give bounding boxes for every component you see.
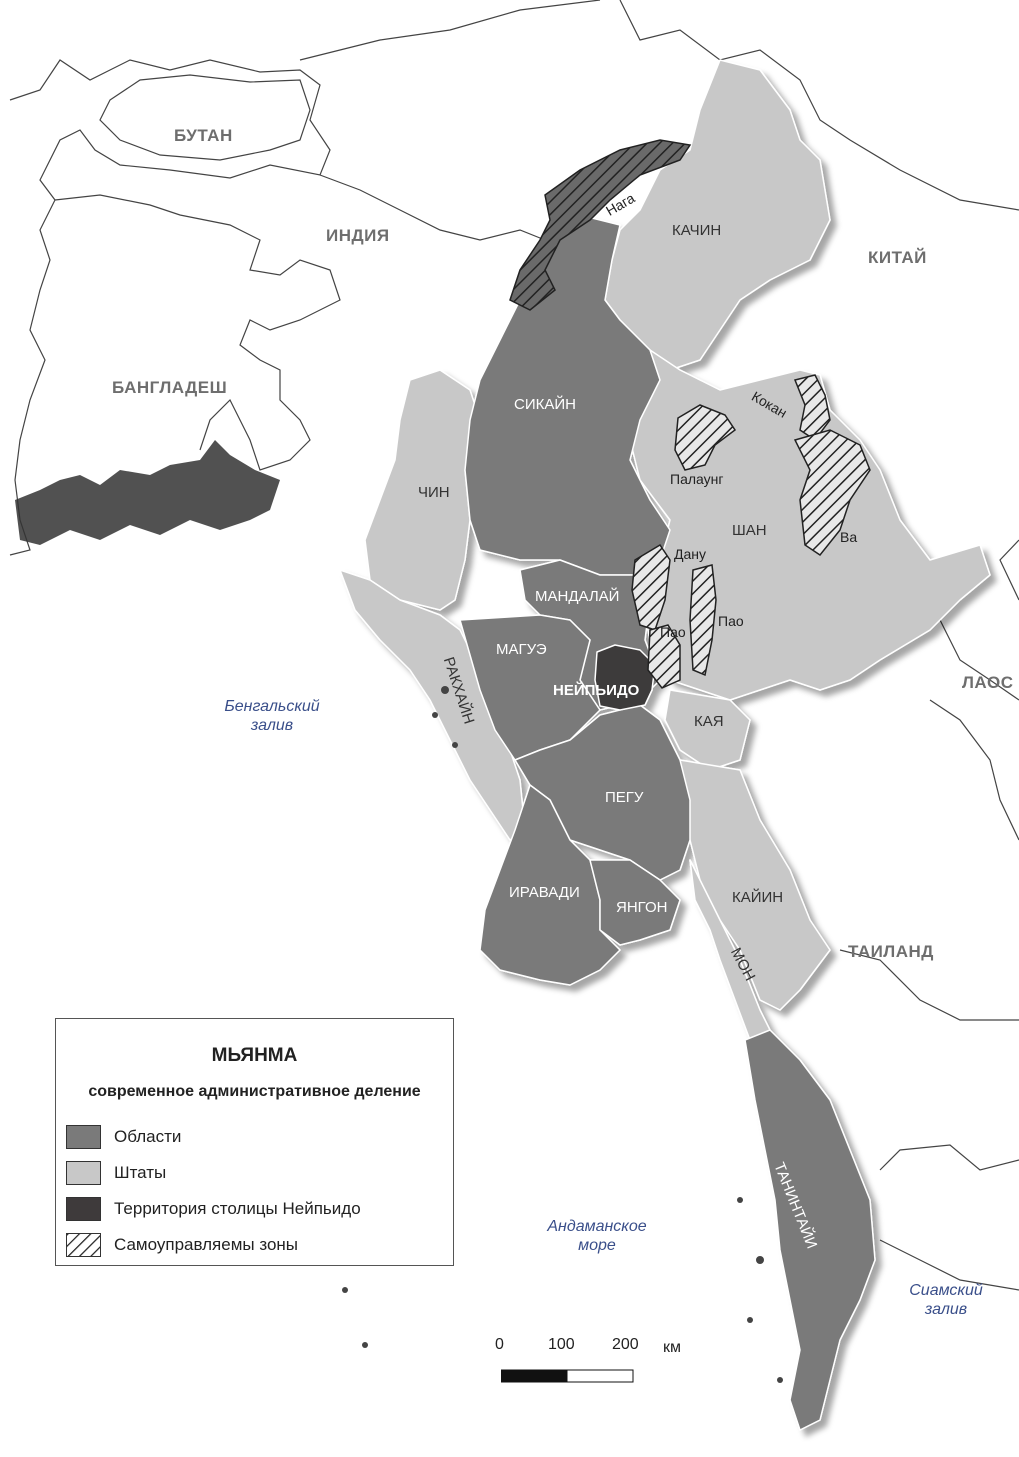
zone-label-pao-east: Пао	[718, 613, 744, 629]
yangon-region-shape	[589, 859, 681, 946]
legend-label-regions: Области	[114, 1127, 182, 1146]
kokang-zone-shape	[793, 374, 831, 442]
legend-label-capital: Территория столицы Нейпьидо	[114, 1199, 361, 1218]
legend-swatch-regions	[66, 1125, 101, 1149]
ayeyarwady-region-shape	[479, 784, 621, 986]
country-label-laos: ЛАОС	[962, 673, 1014, 692]
country-label-bhutan: БУТАН	[174, 126, 233, 145]
legend-swatch-capital	[66, 1197, 101, 1221]
wa-zone-shape	[793, 429, 871, 557]
state-label-shan: ШАН	[732, 522, 767, 539]
country-label-thailand: ТАИЛАНД	[848, 942, 934, 961]
zone-label-wa: Ва	[840, 529, 858, 545]
state-label-kachin: КАЧИН	[672, 222, 722, 239]
scale-unit: км	[663, 1339, 681, 1356]
state-label-kayah: КАЯ	[694, 713, 724, 730]
region-label-ayeyarwady: ИРАВАДИ	[509, 884, 580, 901]
self-administered-zones	[509, 139, 871, 689]
scale-bar: 0 100 200	[493, 1336, 643, 1386]
scale-bar-graphic	[501, 1369, 634, 1383]
country-label-india: ИНДИЯ	[326, 226, 390, 245]
kachin-state-shape	[604, 59, 831, 371]
sea-label-andaman-line2: море	[578, 1237, 616, 1254]
sea-label-bengal-line2: залив	[250, 717, 294, 734]
legend-title: МЬЯНМА	[211, 1045, 298, 1066]
neighbour-borders	[9, 0, 1019, 1291]
palaung-zone-shape	[674, 404, 737, 471]
scale-tick-100: 100	[548, 1336, 575, 1353]
country-label-china: КИТАЙ	[868, 248, 927, 267]
legend-subtitle: современное административное деление	[88, 1083, 421, 1100]
kayin-state-shape	[669, 759, 831, 1011]
country-label-bangladesh: БАНГЛАДЕШ	[112, 378, 228, 397]
region-label-bago: ПЕГУ	[605, 789, 644, 806]
magway-region-shape	[459, 614, 601, 761]
sea-label-siam-line1: Сиамский	[909, 1282, 983, 1299]
sea-label-andaman: Андаманское море	[532, 1217, 662, 1255]
capital-label-naypyidaw: НЕЙПЬИДО	[553, 682, 640, 699]
legend-label-states: Штаты	[114, 1163, 167, 1182]
zone-label-palaung: Палаунг	[670, 471, 724, 487]
sea-label-siam-line2: залив	[924, 1301, 968, 1318]
state-label-kayin: КАЙИН	[732, 889, 784, 906]
legend-box: МЬЯНМА современное административное деле…	[55, 1018, 454, 1266]
legend-label-zones: Самоуправляемы зоны	[114, 1235, 299, 1254]
zone-label-danu: Дану	[674, 546, 706, 562]
zone-label-pao-west: Пао	[660, 624, 686, 640]
state-label-chin: ЧИН	[418, 484, 450, 501]
pao-zone-shape-2	[647, 624, 681, 689]
legend-swatch-zones	[66, 1233, 101, 1257]
scale-tick-200: 200	[612, 1336, 639, 1353]
region-label-yangon: ЯНГОН	[616, 899, 668, 916]
sea-label-andaman-line1: Андаманское	[547, 1218, 647, 1235]
danu-zone-shape	[631, 543, 671, 631]
region-label-sagaing: СИКАЙН	[514, 396, 576, 413]
scale-tick-0: 0	[495, 1336, 504, 1353]
ganges-delta	[15, 440, 280, 545]
pao-zone-shape-1	[689, 564, 717, 677]
tanintharyi-region-shape	[744, 1029, 876, 1431]
region-label-mandalay: МАНДАЛАЙ	[535, 588, 620, 605]
sea-label-siam: Сиамский залив	[896, 1281, 996, 1319]
islands	[342, 686, 783, 1383]
kayah-state-shape	[664, 689, 751, 771]
legend-swatch-states	[66, 1161, 101, 1185]
region-label-magway: МАГУЭ	[496, 641, 547, 658]
naga-zone-shape	[509, 139, 692, 311]
sea-label-bengal: Бенгальский залив	[212, 697, 332, 735]
naypyidaw-territory-shape	[594, 644, 656, 711]
sea-label-bengal-line1: Бенгальский	[224, 698, 320, 715]
